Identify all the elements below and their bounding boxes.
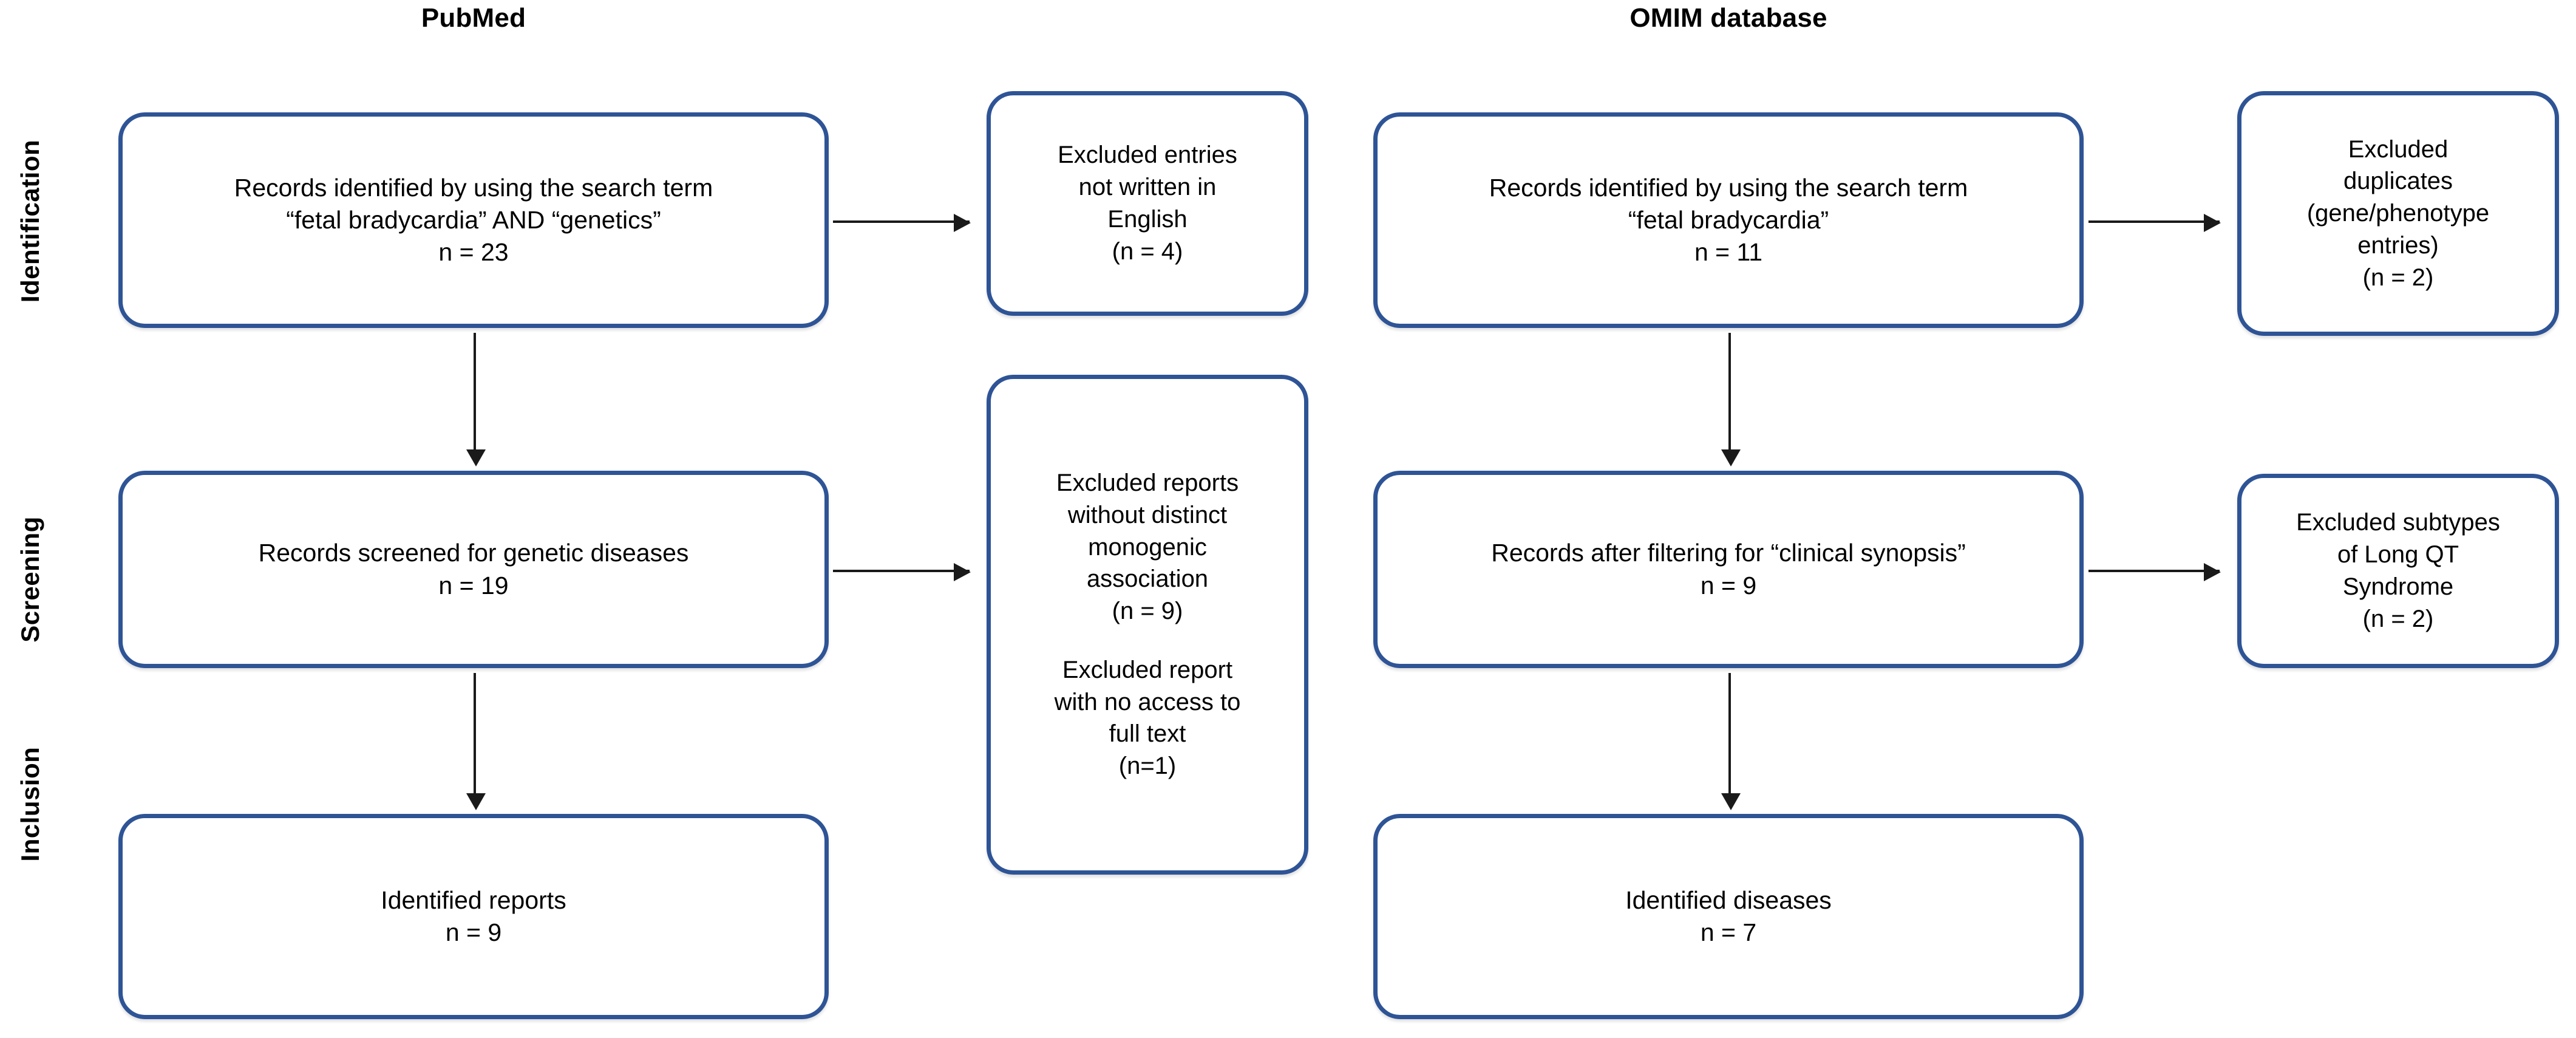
arrow-pubmed-identification-to-excluded: [833, 214, 971, 232]
box-line: n = 11: [1694, 238, 1763, 267]
arrow-pubmed-screening-to-inclusion: [466, 673, 486, 810]
box-line: (n = 2): [2362, 605, 2434, 632]
box-pubmed-identification: Records identified by using the search t…: [118, 112, 829, 328]
box-line: Syndrome: [2342, 573, 2454, 600]
box-line: Records identified by using the search t…: [234, 173, 713, 202]
box-pubmed-inclusion: Identified reports n = 9: [118, 814, 829, 1019]
box-line: Excluded subtypes: [2296, 509, 2500, 536]
column-title-pubmed: PubMed: [421, 3, 526, 33]
box-line: n = 7: [1700, 918, 1757, 946]
stage-label-identification: Identification: [16, 139, 44, 303]
box-omim-excluded-screening: Excluded subtypes of Long QT Syndrome (n…: [2237, 474, 2559, 668]
box-line: (gene/phenotype: [2306, 200, 2490, 227]
arrow-omim-screening-to-inclusion: [1721, 673, 1741, 810]
box-line: Records after filtering for “clinical sy…: [1491, 539, 1966, 567]
box-line: n = 19: [438, 571, 509, 599]
box-line: Identified diseases: [1625, 886, 1832, 914]
box-line: with no access to: [1054, 688, 1241, 715]
box-line: not written in: [1078, 174, 1217, 201]
stage-label-screening: Screening: [16, 516, 44, 643]
box-line: (n = 2): [2362, 264, 2434, 291]
box-line: (n = 4): [1112, 237, 1183, 265]
box-line: n = 9: [1700, 571, 1757, 599]
arrow-omim-identification-to-screening: [1721, 333, 1741, 466]
box-line: without distinct: [1067, 501, 1228, 528]
box-line: association: [1086, 565, 1209, 593]
box-line: Excluded: [2348, 135, 2449, 163]
box-line: Records screened for genetic diseases: [258, 539, 689, 567]
box-omim-screening: Records after filtering for “clinical sy…: [1373, 471, 2084, 668]
box-line: Excluded entries: [1058, 142, 1237, 169]
box-line: Records identified by using the search t…: [1489, 173, 1968, 202]
box-line: “fetal bradycardia” AND “genetics”: [286, 205, 661, 234]
box-line: (n=1): [1118, 753, 1177, 780]
box-line: Excluded reports: [1056, 469, 1239, 496]
box-line: monogenic: [1088, 533, 1207, 561]
box-line: of Long QT: [2337, 541, 2459, 569]
arrow-omim-identification-to-excluded: [2088, 214, 2221, 232]
box-pubmed-excluded-screening: Excluded reports without distinct monoge…: [987, 375, 1308, 875]
box-omim-inclusion: Identified diseases n = 7: [1373, 814, 2084, 1019]
box-line: Excluded report: [1062, 656, 1233, 683]
stage-label-inclusion: Inclusion: [16, 746, 44, 862]
box-line: Identified reports: [381, 886, 566, 914]
arrow-pubmed-screening-to-excluded: [833, 563, 971, 581]
box-line: n = 23: [438, 238, 509, 267]
box-pubmed-screening: Records screened for genetic diseases n …: [118, 471, 829, 668]
column-title-omim: OMIM database: [1630, 3, 1827, 33]
box-line: (n = 9): [1112, 598, 1183, 625]
box-line: entries): [2357, 231, 2439, 259]
box-line: full text: [1109, 720, 1186, 748]
box-omim-excluded-identification: Excluded duplicates (gene/phenotype entr…: [2237, 91, 2559, 336]
box-line: n = 9: [445, 918, 502, 946]
box-line: English: [1107, 206, 1188, 233]
box-pubmed-excluded-identification: Excluded entries not written in English …: [987, 91, 1308, 316]
box-line: duplicates: [2343, 168, 2453, 195]
arrow-pubmed-identification-to-screening: [466, 333, 486, 466]
box-line: “fetal bradycardia”: [1628, 205, 1829, 234]
arrow-omim-screening-to-excluded: [2088, 563, 2221, 581]
box-omim-identification: Records identified by using the search t…: [1373, 112, 2084, 328]
